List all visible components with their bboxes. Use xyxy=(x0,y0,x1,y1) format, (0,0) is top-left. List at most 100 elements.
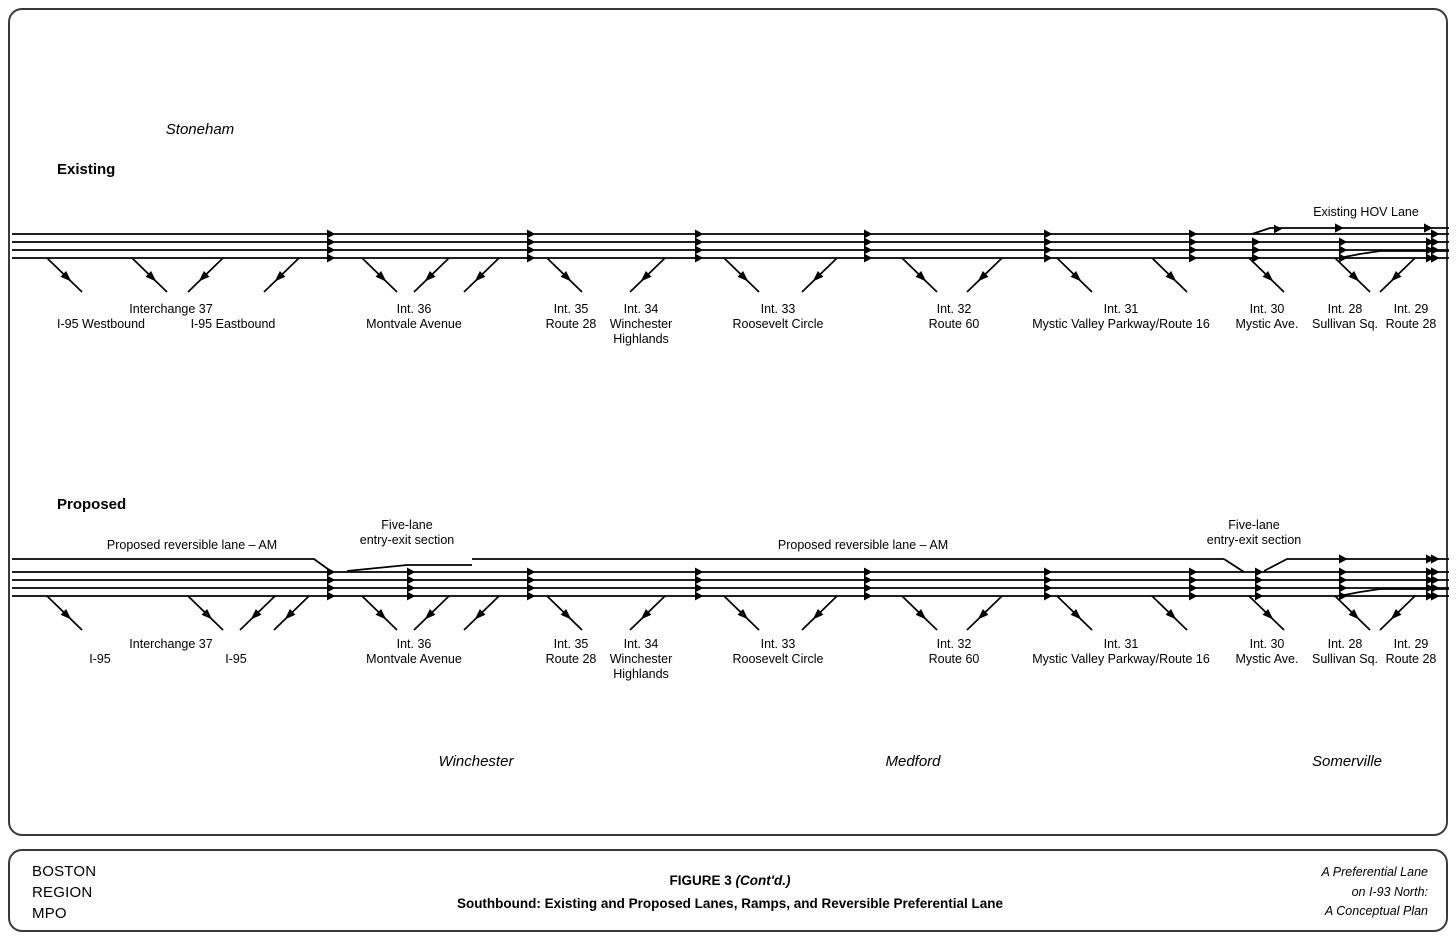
existing-offramp-32-arrowhead xyxy=(915,271,927,282)
existing-onramp-36b-arrowhead xyxy=(474,271,486,282)
proposed-flow-arrow-2-0 xyxy=(527,567,536,577)
existing-flow-arrow-2-2 xyxy=(695,245,704,255)
existing-flow-arrow-1-0 xyxy=(527,229,536,239)
existing-onramp-32 xyxy=(966,257,1003,293)
existing-terminal-arrow-top xyxy=(1431,229,1440,239)
proposed-offramp-31b xyxy=(1151,595,1188,631)
proposed-label-int-28-1: Sullivan Sq. xyxy=(1312,652,1378,666)
proposed-flow-arrow-5-2 xyxy=(1044,583,1053,593)
existing-flow-arrow-7-2 xyxy=(1339,245,1348,255)
proposed-terminal-arrow-2 xyxy=(1431,583,1440,593)
existing-flow-arrow-0-3 xyxy=(327,253,336,263)
existing-label-int-30-0: Int. 30 xyxy=(1250,302,1285,316)
proposed-label-int-31-1: Mystic Valley Parkway/Route 16 xyxy=(1032,652,1210,666)
proposed-terminal-arrow-0 xyxy=(1431,567,1440,577)
existing-flow-arrow-0-0 xyxy=(327,229,336,239)
proposed-flow-arrow-3-0 xyxy=(695,567,704,577)
existing-offramp-30 xyxy=(1248,257,1285,293)
existing-hov-lane-label: Existing HOV Lane xyxy=(1313,205,1419,219)
proposed-flow-arrow-9-1 xyxy=(1426,575,1435,585)
proposed-flow-arrow-1-2 xyxy=(407,583,416,593)
proposed-flow-arrow-8-0 xyxy=(1339,567,1348,577)
proposed-flow-arrow-3-2 xyxy=(695,583,704,593)
proposed-label-int-33-1: Roosevelt Circle xyxy=(732,652,823,666)
existing-offramp-37a xyxy=(131,257,168,293)
proposed-aux-taper xyxy=(1338,588,1449,597)
proposed-offramp-32 xyxy=(901,595,938,631)
existing-flow-arrow-6-3 xyxy=(1252,253,1261,263)
existing-offramp-30-arrowhead xyxy=(1262,271,1274,282)
city-label-somerville: Somerville xyxy=(1312,753,1382,770)
proposed-offramp-i95w xyxy=(46,595,83,631)
existing-aux-taper xyxy=(1338,250,1449,259)
existing-offramp-35-arrowhead xyxy=(560,271,572,282)
proposed-reversible-arrow-2 xyxy=(1426,554,1435,564)
existing-hov-arrow-1 xyxy=(1335,223,1344,233)
proposed-flow-arrow-9-3 xyxy=(1426,591,1435,601)
proposed-onramp-36b xyxy=(463,595,500,631)
proposed-flow-arrow-1-3 xyxy=(407,591,416,601)
existing-terminal-arrow-1 xyxy=(1431,237,1440,247)
mpo-line-1: BOSTON xyxy=(32,862,97,880)
existing-onramp-36a xyxy=(413,257,450,293)
mpo-line-2: REGION xyxy=(32,883,93,901)
existing-flow-arrow-5-1 xyxy=(1189,237,1198,247)
existing-offramp-31a xyxy=(1056,257,1093,293)
proposed-onramp-37b-arrowhead xyxy=(284,609,296,620)
proposed-label-int-34-0: Int. 34 xyxy=(624,637,659,651)
proposed-offramp-i95w-arrowhead xyxy=(60,609,72,620)
proposed-reversible-arrow-1 xyxy=(1339,554,1348,564)
proposed-flow-arrow-1-0 xyxy=(407,567,416,577)
proposed-flow-arrow-0-1 xyxy=(327,575,336,585)
proposed-label-int-29-0: Int. 29 xyxy=(1394,637,1429,651)
existing-flow-arrow-0-1 xyxy=(327,237,336,247)
existing-flow-arrow-5-2 xyxy=(1189,245,1198,255)
proposed-label-int-34-2: Highlands xyxy=(613,667,669,681)
proposed-flow-arrow-1-1 xyxy=(407,575,416,585)
plan-line-1: A Preferential Lane xyxy=(1321,865,1428,880)
existing-label-int-37-0: Interchange 37 xyxy=(129,302,212,316)
existing-label-int-34-0: Int. 34 xyxy=(624,302,659,316)
figure-cont-marker: (Cont'd.) xyxy=(735,872,791,888)
existing-label-int-34-2: Highlands xyxy=(613,332,669,346)
proposed-onramp-33-arrowhead xyxy=(812,609,824,620)
proposed-offramp-28-arrowhead xyxy=(1348,609,1360,620)
proposed-annotation-1: Five-lane xyxy=(381,518,432,532)
proposed-label-int-37-e-0: I-95 xyxy=(225,652,247,666)
existing-onramp-29 xyxy=(1379,257,1416,293)
proposed-onramp-36b-arrowhead xyxy=(474,609,486,620)
proposed-onramp-37b xyxy=(273,595,310,631)
proposed-offramp-33 xyxy=(723,595,760,631)
existing-onramp-32-arrowhead xyxy=(977,271,989,282)
existing-flow-arrow-4-2 xyxy=(1044,245,1053,255)
proposed-label-int-31-0: Int. 31 xyxy=(1104,637,1139,651)
proposed-onramp-32 xyxy=(966,595,1003,631)
existing-onramp-37a xyxy=(187,257,224,293)
proposed-flow-arrow-7-0 xyxy=(1255,567,1264,577)
proposed-offramp-31a xyxy=(1056,595,1093,631)
mpo-logo-text: BOSTON REGION MPO xyxy=(10,861,310,925)
existing-offramp-36 xyxy=(361,257,398,293)
proposed-flow-arrow-3-1 xyxy=(695,575,704,585)
existing-onramp-33-arrowhead xyxy=(812,271,824,282)
existing-flow-arrow-4-1 xyxy=(1044,237,1053,247)
city-label-medford: Medford xyxy=(885,753,941,770)
existing-label-int-30-1: Mystic Ave. xyxy=(1236,317,1299,331)
existing-flow-arrow-1-2 xyxy=(527,245,536,255)
proposed-flow-arrow-2-3 xyxy=(527,591,536,601)
proposed-label-int-29-1: Route 28 xyxy=(1386,652,1437,666)
proposed-offramp-31a-arrowhead xyxy=(1070,609,1082,620)
proposed-onramp-34-arrowhead xyxy=(640,609,652,620)
mpo-line-3: MPO xyxy=(32,905,67,923)
proposed-annotation-2: entry-exit section xyxy=(360,533,455,547)
existing-label-int-35-1: Route 28 xyxy=(546,317,597,331)
existing-flow-arrow-sullivan-b xyxy=(1252,245,1261,255)
city-label-stoneham: Stoneham xyxy=(166,121,234,138)
existing-flow-arrow-5-3 xyxy=(1189,253,1198,263)
proposed-flow-arrow-8-3 xyxy=(1339,591,1348,601)
plan-title-block: A Preferential Lane on I-93 North: A Con… xyxy=(1150,863,1450,921)
existing-flow-arrow-3-0 xyxy=(864,229,873,239)
existing-hov-entry-arrow xyxy=(1274,224,1283,234)
existing-label-int-29-0: Int. 29 xyxy=(1394,302,1429,316)
